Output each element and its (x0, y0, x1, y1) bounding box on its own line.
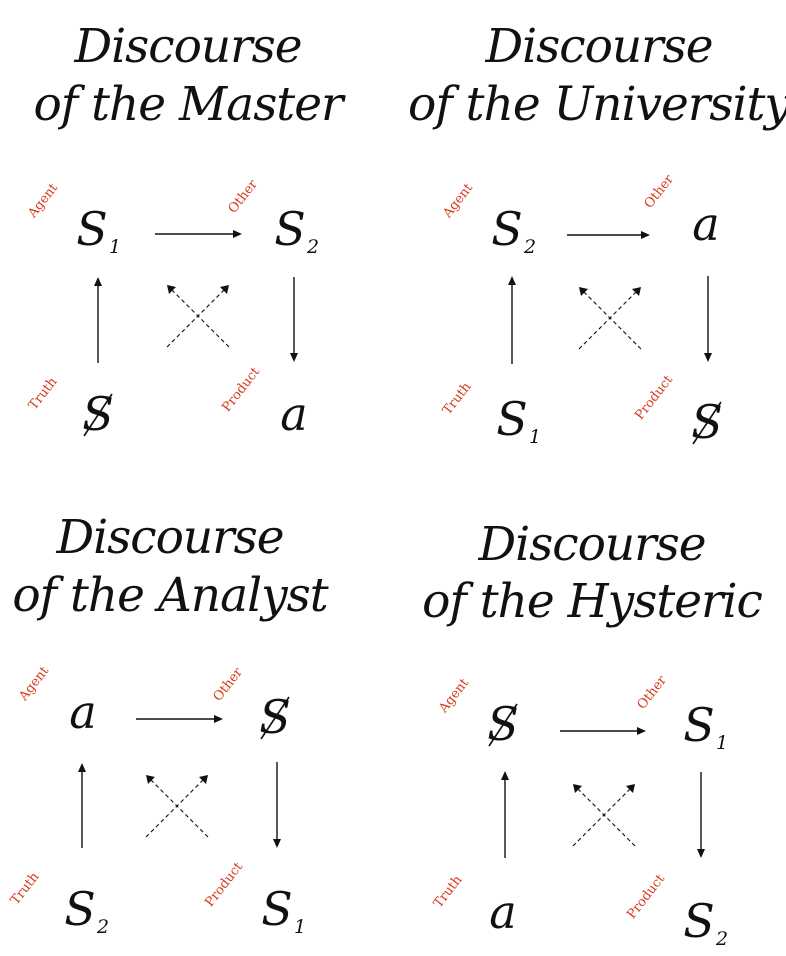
agent-to-other-arrowhead (214, 715, 223, 723)
truth-term-symbol: a (489, 885, 516, 939)
discourse-title-line2: of the Analyst (12, 568, 328, 623)
agent-to-other-arrowhead (637, 727, 646, 735)
dashed-diagonal-up-left (582, 290, 642, 350)
truth-to-agent-arrowhead (94, 277, 102, 286)
agent-term-symbol: S (491, 202, 523, 256)
dashed-arrowhead-up-left (579, 287, 588, 296)
truth-term-symbol: S (496, 392, 528, 446)
agent-term-symbol: S (76, 202, 108, 256)
discourse-title-line2: of the Master (34, 77, 347, 132)
truth-term-subscript: 2 (96, 916, 109, 938)
truth-term-subscript: 1 (529, 426, 541, 448)
dashed-arrowhead-up-right (632, 287, 641, 296)
agent-role-label: Agent (25, 180, 62, 221)
dashed-arrowhead-up-right (220, 285, 229, 294)
truth-role-label: Truth (8, 869, 43, 908)
other-term-subscript: 2 (306, 236, 319, 258)
dashed-arrowhead-up-right (199, 775, 208, 784)
product-term: S (691, 395, 723, 449)
product-role-label: Product (624, 871, 668, 922)
other-role-label: Other (226, 177, 262, 217)
dashed-diagonal-up-left (149, 778, 209, 838)
other-term-symbol: a (692, 197, 719, 251)
dashed-diagonal-up-right (578, 290, 638, 350)
agent-to-other-arrowhead (233, 230, 242, 238)
dashed-diagonal-up-right (145, 778, 205, 838)
other-to-product-arrowhead (697, 849, 705, 858)
truth-term-bar-stroke (83, 393, 113, 437)
dashed-diagonal-up-left (576, 787, 636, 847)
truth-role-label: Truth (26, 374, 61, 413)
product-term-symbol: a (280, 387, 307, 441)
truth-to-agent-arrowhead (501, 771, 509, 780)
product-term: a (280, 387, 307, 441)
product-term-symbol: S (683, 894, 715, 948)
other-to-product-arrowhead (290, 353, 298, 362)
dashed-arrowhead-up-right (626, 784, 635, 793)
agent-role-label: Agent (16, 663, 53, 704)
agent-term-bar-stroke (488, 703, 518, 747)
other-term-subscript: 1 (716, 732, 728, 754)
agent-term-subscript: 2 (523, 236, 536, 258)
other-to-product-arrowhead (704, 353, 712, 362)
discourse-title-line1: Discourse (484, 19, 712, 74)
dashed-diagonal-up-right (166, 288, 226, 348)
other-role-label: Other (642, 172, 678, 212)
truth-role-label: Truth (440, 379, 475, 418)
dashed-diagonal-up-right (572, 787, 632, 847)
truth-term: S (82, 387, 114, 441)
agent-term-subscript: 1 (109, 236, 121, 258)
agent-to-other-arrowhead (641, 231, 650, 239)
truth-to-agent-arrowhead (508, 276, 516, 285)
discourse-title-line2: of the University (408, 77, 786, 132)
product-role-label: Product (202, 859, 246, 910)
discourse-title-line1: Discourse (477, 517, 705, 572)
product-term-bar-stroke (692, 401, 722, 445)
product-term-subscript: 1 (294, 916, 306, 938)
other-term: S (259, 690, 291, 744)
other-role-label: Other (211, 665, 247, 705)
product-term-subscript: 2 (715, 928, 728, 950)
agent-term: a (69, 685, 96, 739)
dashed-arrowhead-up-left (146, 775, 155, 784)
product-role-label: Product (219, 364, 263, 415)
other-term-bar-stroke (260, 696, 290, 740)
other-term: a (692, 197, 719, 251)
other-term-symbol: S (683, 698, 715, 752)
agent-term-symbol: a (69, 685, 96, 739)
truth-term-symbol: S (64, 882, 96, 936)
dashed-arrowhead-up-left (573, 784, 582, 793)
discourse-title-line1: Discourse (73, 19, 301, 74)
other-term-symbol: S (274, 202, 306, 256)
agent-role-label: Agent (440, 180, 477, 221)
truth-to-agent-arrowhead (78, 763, 86, 772)
other-role-label: Other (635, 673, 671, 713)
discourse-title-line1: Discourse (55, 510, 283, 565)
agent-role-label: Agent (436, 675, 473, 716)
dashed-arrowhead-up-left (167, 285, 176, 294)
other-to-product-arrowhead (273, 839, 281, 848)
product-term-symbol: S (261, 882, 293, 936)
dashed-diagonal-up-left (170, 288, 230, 348)
truth-role-label: Truth (431, 872, 466, 911)
agent-term: S (487, 697, 519, 751)
discourse-title-line2: of the Hysteric (422, 574, 762, 629)
product-role-label: Product (632, 372, 676, 423)
truth-term: a (489, 885, 516, 939)
